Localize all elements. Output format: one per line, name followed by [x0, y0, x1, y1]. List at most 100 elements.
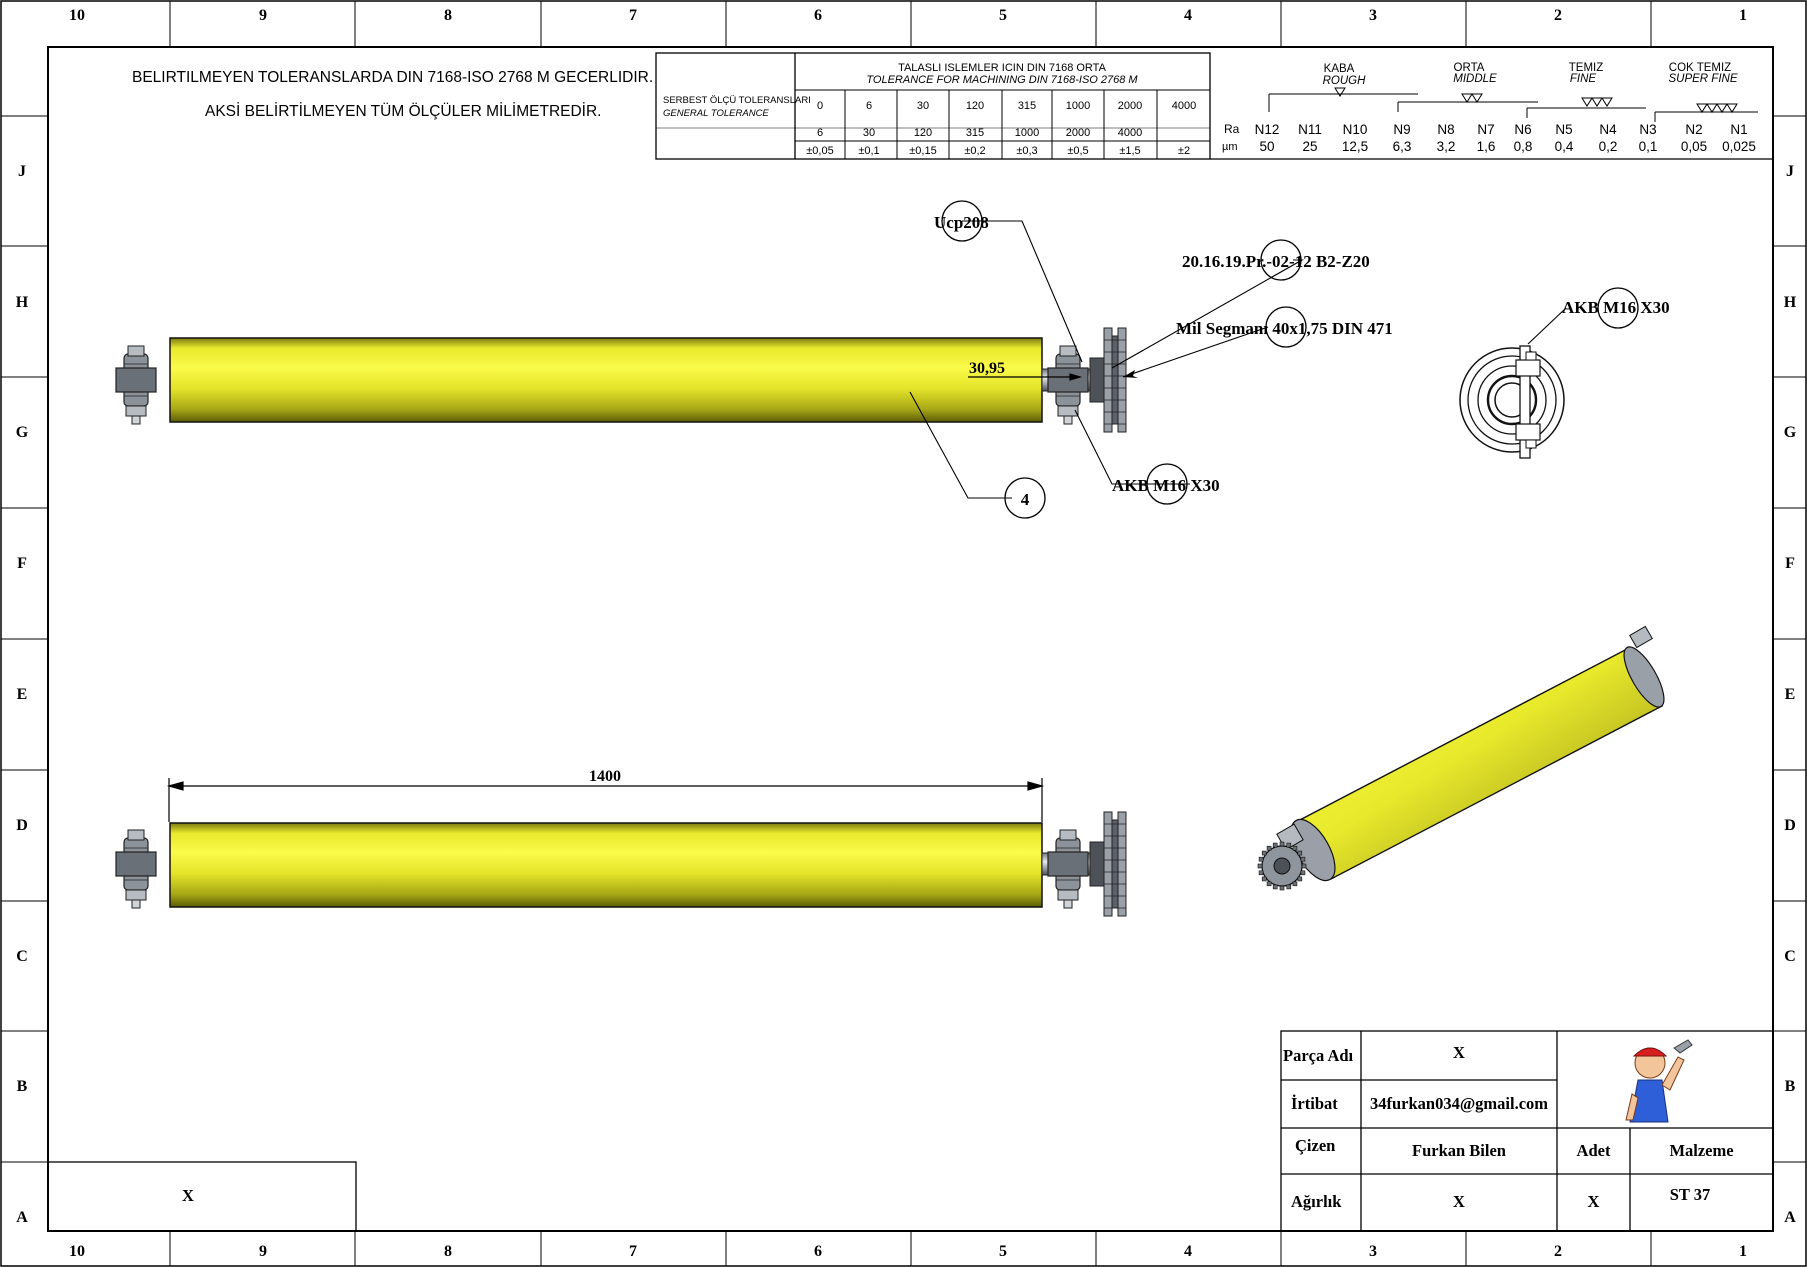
tolerance-range-from: 120 — [966, 100, 984, 112]
front-view-roller — [115, 327, 1127, 433]
roller-tube-2 — [169, 822, 1043, 908]
zone-row-label-left: B — [17, 1078, 28, 1095]
roughness-table — [1210, 93, 1773, 160]
roughness-grade: N11 — [1298, 122, 1322, 137]
bolt-side-label: AKB M16 X30 — [1562, 298, 1670, 317]
tolerance-value: ±0,5 — [1067, 145, 1088, 157]
zone-col-label-top: 10 — [69, 7, 85, 24]
roughness-grade: N8 — [1437, 122, 1454, 137]
zone-col-label-bottom: 7 — [629, 1243, 637, 1260]
zone-col-label-bottom: 10 — [69, 1243, 85, 1260]
tolerance-value: ±0,1 — [858, 145, 879, 157]
tolerance-range-from: 6 — [866, 100, 872, 112]
zone-row-label-right: A — [1784, 1209, 1796, 1226]
zone-col-label-top: 1 — [1739, 7, 1747, 24]
rough-group-en: ROUGH — [1323, 75, 1367, 87]
zone-row-label-right: G — [1784, 424, 1797, 441]
tolerance-value: ±1,5 — [1119, 145, 1140, 157]
tolerance-range-to: 1000 — [1015, 127, 1039, 139]
roughness-grade: N2 — [1685, 122, 1702, 137]
tolerance-table — [655, 52, 1211, 160]
dimension-30-95 — [968, 373, 1083, 381]
roughness-grade: N4 — [1599, 122, 1617, 137]
ucp-label: Ucp208 — [934, 213, 989, 232]
segman-arrow — [1123, 370, 1138, 378]
zone-row-label-left: H — [16, 294, 29, 311]
roller-tube — [169, 337, 1043, 423]
roughness-grade: N5 — [1555, 122, 1572, 137]
zone-col-label-bottom: 9 — [259, 1243, 267, 1260]
zone-col-label-bottom: 3 — [1369, 1243, 1377, 1260]
right-bearing-unit — [1047, 345, 1089, 425]
tolerance-value: ±0,05 — [806, 145, 833, 157]
zone-row-label-right: J — [1786, 163, 1794, 180]
tolerance-range-from: 30 — [917, 100, 929, 112]
balloons — [941, 200, 1639, 519]
roughness-value: 0,4 — [1555, 139, 1574, 154]
zone-col-label-bottom: 8 — [444, 1243, 452, 1260]
zone-row-label-right: H — [1784, 294, 1797, 311]
front-view-dimensioned — [115, 811, 1127, 917]
roughness-value: 50 — [1259, 139, 1274, 154]
tolerance-range-from: 1000 — [1066, 100, 1090, 112]
zone-col-label-top: 2 — [1554, 7, 1562, 24]
roughness-symbols — [1334, 87, 1738, 113]
superfine-group-tr: COK TEMIZ — [1669, 62, 1731, 74]
roughness-value: 0,05 — [1681, 139, 1707, 154]
roughness-value: 0,025 — [1722, 139, 1756, 154]
dimension-small-text: 30,95 — [969, 360, 1005, 377]
tolerance-header-tr: TALASLI ISLEMLER ICIN DIN 7168 ORTA — [898, 62, 1107, 74]
drawing-frame — [47, 46, 1774, 1232]
mascot-illustration — [1625, 1039, 1693, 1123]
middle-group-en: MIDDLE — [1453, 73, 1497, 85]
zone-row-label-left: D — [16, 817, 28, 834]
zone-row-label-right: D — [1784, 817, 1796, 834]
zone-row-label-right: E — [1785, 686, 1796, 703]
tolerance-value: ±0,3 — [1016, 145, 1037, 157]
zone-col-label-top: 5 — [999, 7, 1007, 24]
zone-row-label-left: E — [17, 686, 28, 703]
tolerance-range-from: 4000 — [1172, 100, 1196, 112]
rough-group-tr: KABA — [1324, 63, 1355, 75]
roughness-grade: N6 — [1514, 122, 1531, 137]
zone-row-label-left: J — [18, 163, 26, 180]
zone-row-label-right: B — [1785, 1078, 1796, 1095]
roughness-value: 3,2 — [1437, 139, 1456, 154]
tolerance-label-en: GENERAL TOLERANCE — [663, 108, 769, 119]
dimension-1400 — [166, 778, 1045, 822]
roughness-grade: N7 — [1477, 122, 1494, 137]
bolt-front-label: AKB M16 X30 — [1112, 476, 1220, 495]
tolerance-range-to: 30 — [863, 127, 875, 139]
tolerance-range-from: 0 — [817, 100, 823, 112]
zone-col-label-top: 4 — [1184, 7, 1192, 24]
tolerance-value: ±0,15 — [909, 145, 936, 157]
zone-row-label-left: G — [16, 424, 29, 441]
fine-group-en: FINE — [1570, 73, 1597, 85]
shaft-segment — [1089, 357, 1105, 403]
fine-group-tr: TEMIZ — [1569, 62, 1604, 74]
iso-sprocket — [1257, 841, 1307, 891]
side-view — [1459, 345, 1565, 459]
zone-row-label-left: F — [17, 555, 27, 572]
leaders — [909, 220, 1567, 499]
zone-row-label-right: C — [1784, 948, 1796, 965]
tolerance-range-to: 315 — [966, 127, 984, 139]
zone-col-label-bottom: 5 — [999, 1243, 1007, 1260]
zone-row-label-left: C — [16, 948, 28, 965]
isometric-view — [1257, 625, 1665, 891]
zone-col-label-top: 3 — [1369, 7, 1377, 24]
zone-row-label-left: A — [16, 1209, 28, 1226]
tolerance-value: ±0,2 — [964, 145, 985, 157]
zone-col-label-bottom: 2 — [1554, 1243, 1562, 1260]
tolerance-range-from: 315 — [1018, 100, 1036, 112]
tolerance-value: ±2 — [1178, 145, 1190, 157]
middle-group-tr: ORTA — [1454, 62, 1485, 74]
title-block — [47, 1030, 1774, 1232]
roughness-grade: N12 — [1255, 122, 1280, 137]
tolerance-range-to: 4000 — [1118, 127, 1142, 139]
roughness-value: 12,5 — [1342, 139, 1368, 154]
